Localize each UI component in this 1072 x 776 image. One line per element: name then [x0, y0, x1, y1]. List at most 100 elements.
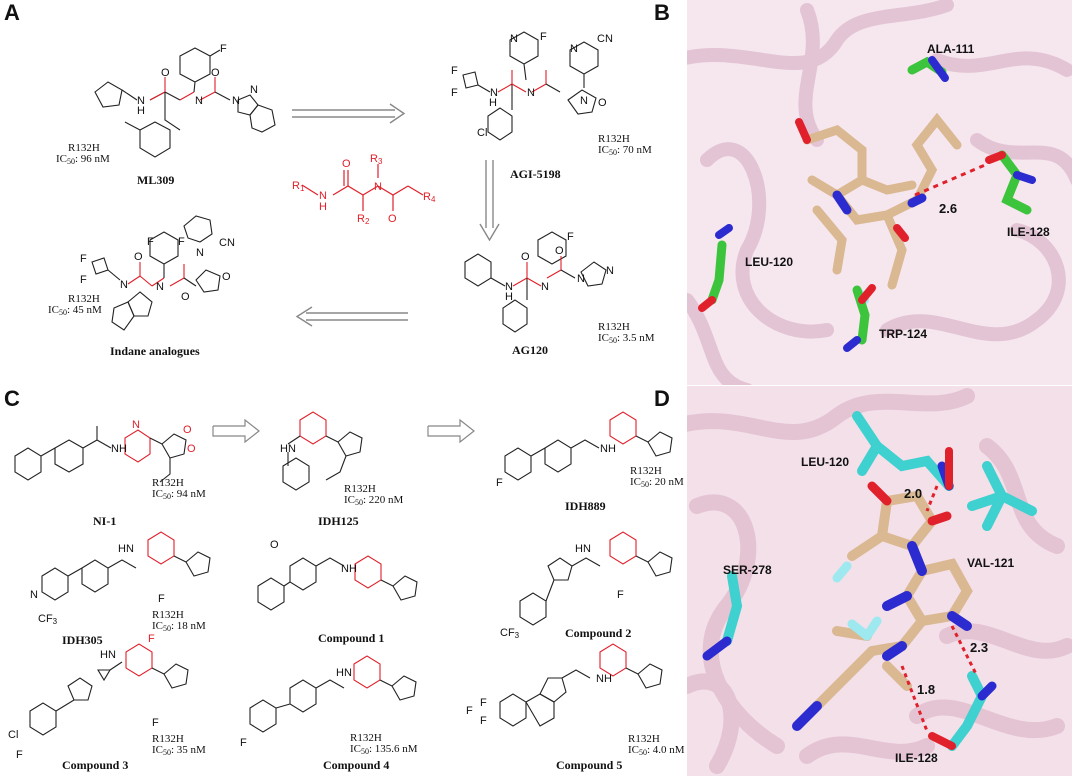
indane-structure: [91, 215, 221, 331]
panel-a-letter: A: [4, 0, 20, 25]
svg-text:O: O: [183, 424, 192, 436]
compound4-name: Compound 4: [323, 758, 389, 772]
svg-text:N: N: [580, 95, 588, 107]
ag120-name: AG120: [512, 343, 548, 357]
svg-text:HN: HN: [100, 649, 116, 661]
svg-text:H: H: [489, 97, 497, 109]
compound3-name: Compound 3: [62, 758, 128, 772]
svg-text:N: N: [232, 95, 240, 107]
svg-text:IC50: 45 nM: IC50: 45 nM: [48, 304, 102, 317]
svg-text:F: F: [451, 87, 458, 99]
svg-text:IC50: 35 nM: IC50: 35 nM: [152, 744, 206, 757]
compound4-structure: [249, 655, 417, 733]
svg-text:O: O: [342, 158, 351, 170]
svg-text:HN: HN: [280, 443, 296, 455]
svg-text:IC50: 135.6 nM: IC50: 135.6 nM: [350, 743, 418, 756]
svg-text:R132H: R132H: [68, 293, 100, 305]
svg-text:H: H: [319, 201, 327, 213]
idh305-structure: [41, 531, 211, 601]
svg-text:HN: HN: [118, 543, 134, 555]
svg-text:O: O: [161, 67, 170, 79]
svg-text:F: F: [16, 749, 23, 761]
svg-text:IC50: 20 nM: IC50: 20 nM: [630, 476, 684, 489]
arrow-right-a: [292, 103, 406, 124]
idh889-name: IDH889: [565, 499, 606, 513]
idh125-structure: [282, 411, 363, 491]
svg-text:H: H: [137, 105, 145, 117]
agi5198-structure: [462, 31, 599, 141]
indane-name: Indane analogues: [110, 344, 200, 358]
arrow-down-a: [479, 160, 500, 242]
svg-text:N: N: [570, 43, 578, 55]
svg-text:IC50: 4.0 nM: IC50: 4.0 nM: [628, 744, 685, 757]
svg-text:O: O: [598, 97, 607, 109]
svg-text:Cl: Cl: [8, 729, 18, 741]
svg-text:O: O: [211, 67, 220, 79]
svg-text:R132H: R132H: [598, 321, 630, 333]
panel-a-diagram: N H N F O O N N R132H IC50: 96 nM ML309 …: [48, 31, 655, 358]
hbond-distance-1: 2.0: [904, 486, 922, 501]
residue-leu120: LEU-120: [745, 255, 793, 269]
panel-c-letter: C: [4, 386, 20, 411]
residue-ser278: SER-278: [723, 563, 772, 577]
svg-text:R132H: R132H: [628, 733, 660, 745]
svg-text:F: F: [480, 715, 487, 727]
svg-text:HN: HN: [336, 667, 352, 679]
residue-ala111: ALA-111: [927, 42, 975, 56]
svg-text:F: F: [496, 477, 503, 489]
svg-text:IC50: 18 nM: IC50: 18 nM: [152, 620, 206, 633]
svg-text:N: N: [156, 281, 164, 293]
idh305-name: IDH305: [62, 633, 103, 647]
agi5198-name: AGI-5198: [510, 167, 561, 181]
svg-text:N: N: [137, 95, 145, 107]
svg-text:R2: R2: [357, 213, 370, 226]
svg-text:O: O: [187, 443, 196, 455]
panel-d-letter: D: [654, 386, 670, 411]
ni1-name: NI-1: [93, 514, 116, 528]
panel-b-letter: B: [654, 0, 670, 25]
svg-text:R4: R4: [423, 191, 436, 204]
svg-text:NH: NH: [111, 443, 127, 455]
svg-text:O: O: [555, 245, 564, 257]
residue-val121: VAL-121: [967, 556, 1014, 570]
svg-text:N: N: [577, 273, 585, 285]
svg-text:O: O: [222, 271, 231, 283]
svg-text:R132H: R132H: [598, 133, 630, 145]
svg-text:H: H: [505, 291, 513, 303]
ni1-structure: [14, 426, 187, 483]
svg-text:IC50: 96 nM: IC50: 96 nM: [56, 153, 110, 166]
svg-text:R132H: R132H: [630, 465, 662, 477]
svg-text:O: O: [388, 213, 397, 225]
svg-text:CN: CN: [219, 237, 235, 249]
arrow-left-a: [295, 306, 408, 327]
svg-text:IC50: 3.5 nM: IC50: 3.5 nM: [598, 332, 655, 345]
svg-text:N: N: [490, 87, 498, 99]
panel-b-structure: ALA-111 LEU-120 ILE-128 TRP-124 2.6: [687, 0, 1072, 385]
svg-text:F: F: [147, 236, 154, 248]
svg-text:R3: R3: [370, 153, 383, 166]
svg-text:O: O: [521, 251, 530, 263]
core-scaffold: [301, 164, 424, 211]
svg-text:IC50: 70 nM: IC50: 70 nM: [598, 144, 652, 157]
compound5-structure: [499, 643, 663, 727]
hbond-distance: 2.6: [939, 201, 957, 216]
svg-text:R132H: R132H: [152, 477, 184, 489]
svg-text:F: F: [451, 65, 458, 77]
svg-text:F: F: [80, 274, 87, 286]
residue-trp124: TRP-124: [879, 327, 927, 341]
svg-text:NH: NH: [341, 563, 357, 575]
svg-text:F: F: [158, 593, 165, 605]
svg-text:N: N: [120, 279, 128, 291]
compound5-name: Compound 5: [556, 758, 622, 772]
hbond-distance-3: 1.8: [917, 682, 935, 697]
svg-text:NH: NH: [600, 443, 616, 455]
svg-text:F: F: [617, 589, 624, 601]
svg-text:F: F: [148, 633, 155, 645]
svg-text:N: N: [374, 181, 382, 193]
svg-text:N: N: [319, 190, 327, 202]
svg-text:CF3: CF3: [38, 613, 58, 626]
svg-text:R132H: R132H: [350, 732, 382, 744]
svg-text:N: N: [250, 84, 258, 96]
svg-text:CF3: CF3: [500, 627, 520, 640]
panel-d-structure: LEU-120 SER-278 VAL-121 ILE-128 2.0 2.3 …: [687, 386, 1072, 776]
